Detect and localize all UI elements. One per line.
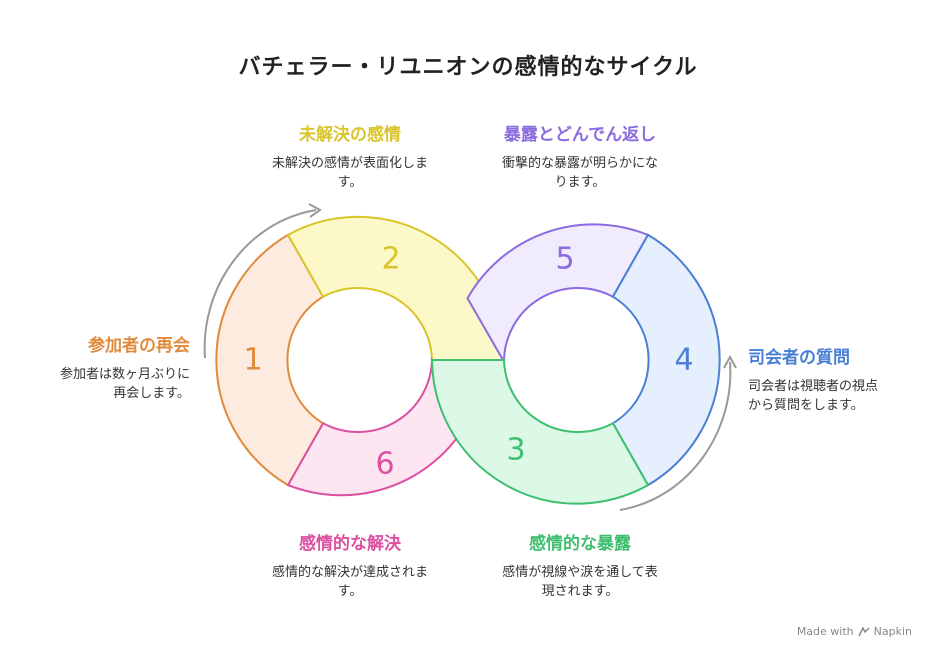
label-5-desc: 衝撃的な暴露が明らかにな ります。	[475, 154, 685, 192]
label-6-desc-line: す。	[337, 584, 363, 599]
label-6-desc: 感情的な解決が達成されま す。	[245, 563, 455, 601]
label-1-title: 参加者の再会	[88, 336, 190, 356]
napkin-logo-icon	[857, 625, 870, 637]
segment-3	[430, 359, 650, 505]
label-1-desc-line: 参加者は数ヶ月ぶりに	[59, 367, 190, 382]
footer-credit: Made with Napkin	[797, 625, 912, 638]
label-2-title: 未解決の感情	[299, 125, 401, 145]
bottom-right-arrow	[619, 361, 732, 511]
label-4-title: 司会者の質問	[748, 348, 850, 368]
segment-2-number: 2	[381, 242, 400, 277]
label-5-desc-line: ります。	[554, 175, 606, 190]
footer-made-with: Made with	[796, 625, 854, 638]
label-1-desc: 参加者は数ヶ月ぶりに 再会します。	[60, 365, 190, 403]
label-4-desc-line: から質問をします。	[748, 398, 864, 413]
top-left-arrowhead	[308, 203, 322, 218]
segment-1	[215, 233, 325, 487]
top-left-arrow	[203, 209, 317, 359]
label-3-desc: 感情が視線や涙を通して表 現されます。	[475, 563, 685, 601]
segment-5-number: 5	[555, 242, 574, 277]
segment-6-number: 6	[375, 447, 394, 482]
label-6-title: 感情的な解決	[299, 534, 401, 554]
segment-3-number: 3	[506, 433, 525, 468]
segment-4-number: 4	[674, 343, 693, 378]
label-4-desc-line: 司会者は視聴者の視点	[748, 379, 879, 394]
label-6-desc-line: 感情的な解決が達成されま	[271, 565, 428, 580]
label-3-desc-line: 感情が視線や涙を通して表	[502, 565, 658, 580]
label-4-desc: 司会者は視聴者の視点 から質問をします。	[748, 377, 878, 415]
diagram-title: バチェラー・リユニオンの感情的なサイクル	[238, 55, 698, 80]
label-2-desc-line: す。	[337, 175, 363, 190]
segment-4	[611, 233, 721, 487]
label-1-desc-line: 再会します。	[113, 386, 190, 401]
label-3-title: 感情的な暴露	[529, 534, 631, 554]
segment-2	[286, 215, 505, 361]
label-3-desc-line: 現されます。	[541, 584, 619, 599]
segment-1-number: 1	[243, 343, 262, 378]
label-2-desc: 未解決の感情が表面化しま す。	[245, 154, 455, 192]
right-arrowhead	[723, 354, 737, 369]
footer-brand: Napkin	[873, 625, 912, 638]
label-5-desc-line: 衝撃的な暴露が明らかにな	[501, 156, 658, 171]
label-2-desc-line: 未解決の感情が表面化しま	[271, 156, 428, 171]
label-5-title: 暴露とどんでん返し	[503, 125, 657, 145]
